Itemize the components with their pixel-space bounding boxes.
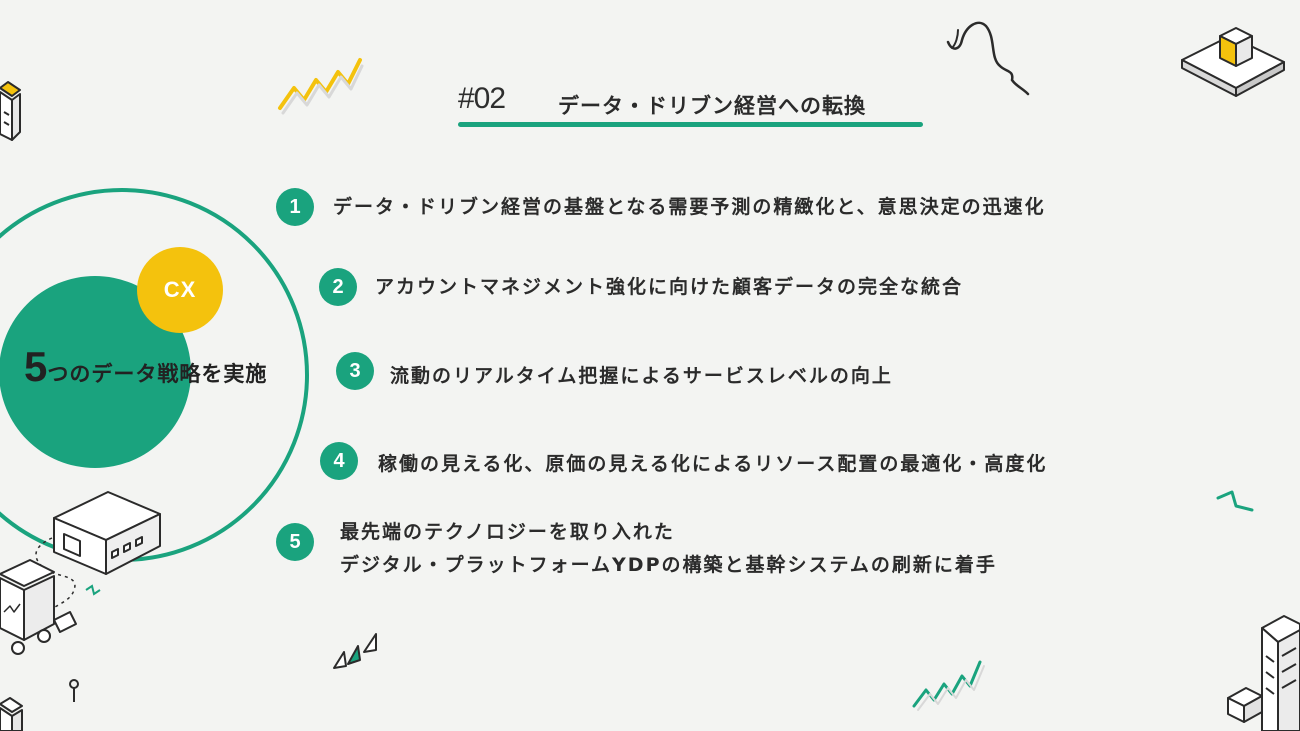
corner-building-icon	[0, 697, 23, 731]
item-5-text-line-2: デジタル・プラットフォームYDPの構築と基幹システムの刷新に着手	[340, 554, 997, 576]
section-number: #02	[458, 82, 506, 115]
zigzag-shadow-bottom	[917, 665, 985, 711]
filled-green-circle	[0, 276, 191, 468]
cx-label: CX	[163, 277, 197, 302]
item-4-text: 稼働の見える化、原価の見える化によるリソース配置の最適化・高度化	[378, 453, 1048, 475]
badge-1: 1	[276, 188, 314, 226]
slide-title: データ・ドリブン経営への転換	[558, 94, 866, 118]
zigzag-shadow	[281, 64, 364, 115]
strategy-text: つのデータ戦略を実施	[47, 362, 268, 386]
badge-2: 2	[319, 268, 357, 306]
dotted-route	[35, 537, 76, 621]
triangle-flags-icon	[333, 633, 377, 669]
badge-3: 3	[336, 352, 374, 390]
badge-4: 4	[320, 442, 358, 480]
squiggle-detail	[951, 29, 959, 49]
cx-circle	[137, 247, 223, 333]
truck-icon	[0, 559, 77, 655]
slide-header: #02 データ・ドリブン経営への転換	[458, 82, 923, 128]
green-zigzag-small-icon	[1216, 490, 1254, 512]
box-building-icon	[0, 81, 21, 141]
item-1-text: データ・ドリブン経営の基盤となる需要予測の精緻化と、意思決定の迅速化	[333, 196, 1046, 218]
squiggle-icon	[946, 21, 1030, 96]
strategy-heading: 5つのデータ戦略を実施	[24, 346, 267, 388]
item-2-text: アカウントマネジメント強化に向けた顧客データの完全な統合	[375, 276, 964, 298]
tower-building-icon	[1227, 615, 1300, 731]
badge-5: 5	[276, 523, 314, 561]
item-5-text-line-1: 最先端のテクノロジーを取り入れた	[340, 521, 675, 543]
warehouse-icon	[53, 491, 161, 575]
strategy-number: 5	[24, 343, 48, 390]
platform-box-icon	[1181, 27, 1285, 97]
item-3-text: 流動のリアルタイム把握によるサービスレベルの向上	[390, 365, 893, 387]
green-tick-icon	[85, 584, 101, 596]
pin-icon	[69, 679, 79, 702]
title-underline	[458, 122, 923, 127]
